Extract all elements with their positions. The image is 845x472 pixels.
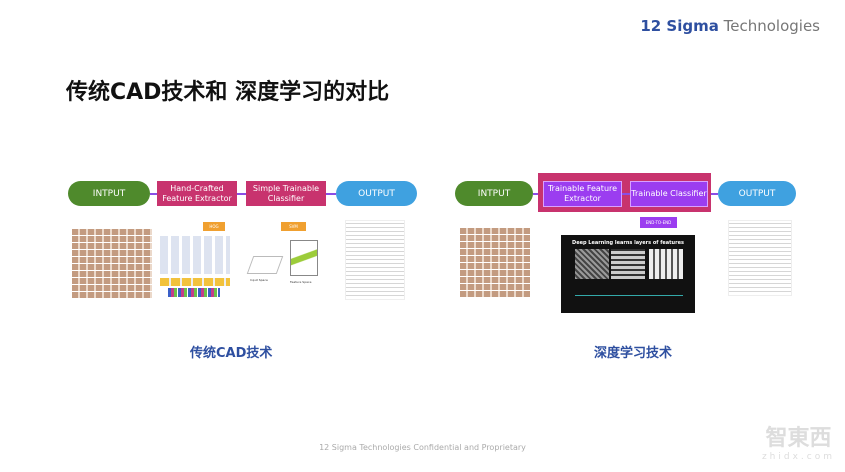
watermark-logo: 智東西 zhidx.com xyxy=(762,420,835,462)
face-image-grid xyxy=(72,228,152,298)
trainable-classifier-box: Trainable Classifier xyxy=(630,181,708,207)
brand-rest: Technologies xyxy=(718,17,820,35)
right-input-pill: INTPUT xyxy=(455,181,533,206)
hog-figure: HOG xyxy=(158,222,232,298)
network-line xyxy=(575,295,683,296)
feature-space-label: Feature Space xyxy=(290,280,312,284)
feature-map xyxy=(649,249,683,279)
brand-bold: 12 Sigma xyxy=(640,17,719,35)
hog-histogram xyxy=(168,288,220,297)
svm-tag: SVM xyxy=(281,222,306,231)
input-space-plane xyxy=(246,256,284,274)
arrow xyxy=(237,193,246,195)
trainable-extractor-box: Trainable Feature Extractor xyxy=(543,181,622,207)
end-to-end-tag: END-TO-END xyxy=(640,217,677,228)
left-caption: 传统CAD技术 xyxy=(190,346,273,361)
hand-crafted-extractor-box: Hand-Crafted Feature Extractor xyxy=(157,181,237,206)
face-image-grid xyxy=(460,228,530,297)
watermark-url: zhidx.com xyxy=(761,452,835,462)
watermark-cn: 智東西 xyxy=(765,426,832,451)
left-output-table xyxy=(345,220,405,300)
svm-figure: SVM Input Space Feature Space xyxy=(246,222,322,292)
hog-cells xyxy=(160,278,230,286)
right-output-table xyxy=(728,220,792,296)
left-output-pill: OUTPUT xyxy=(336,181,417,206)
right-caption: 深度学习技术 xyxy=(594,346,673,361)
feature-space-cube xyxy=(290,240,318,276)
footer-text: 12 Sigma Technologies Confidential and P… xyxy=(319,443,526,452)
dl-figure-title: Deep Learning learns layers of features xyxy=(572,240,684,246)
input-space-label: Input Space xyxy=(250,278,268,282)
deep-learning-figure: Deep Learning learns layers of features xyxy=(561,235,695,313)
feature-map xyxy=(575,249,609,279)
brand-logo: 12 Sigma Technologies xyxy=(640,17,820,35)
left-input-pill: INTPUT xyxy=(68,181,150,206)
arrow xyxy=(326,193,336,195)
hog-tag: HOG xyxy=(203,222,225,231)
arrow xyxy=(150,193,157,195)
hog-diagram xyxy=(160,236,230,274)
arrow xyxy=(622,193,630,195)
feature-map xyxy=(611,249,645,279)
right-output-pill: OUTPUT xyxy=(718,181,796,206)
arrow xyxy=(711,193,718,195)
slide-title: 传统CAD技术和 深度学习的对比 xyxy=(66,80,390,105)
simple-classifier-box: Simple Trainable Classifier xyxy=(246,181,326,206)
